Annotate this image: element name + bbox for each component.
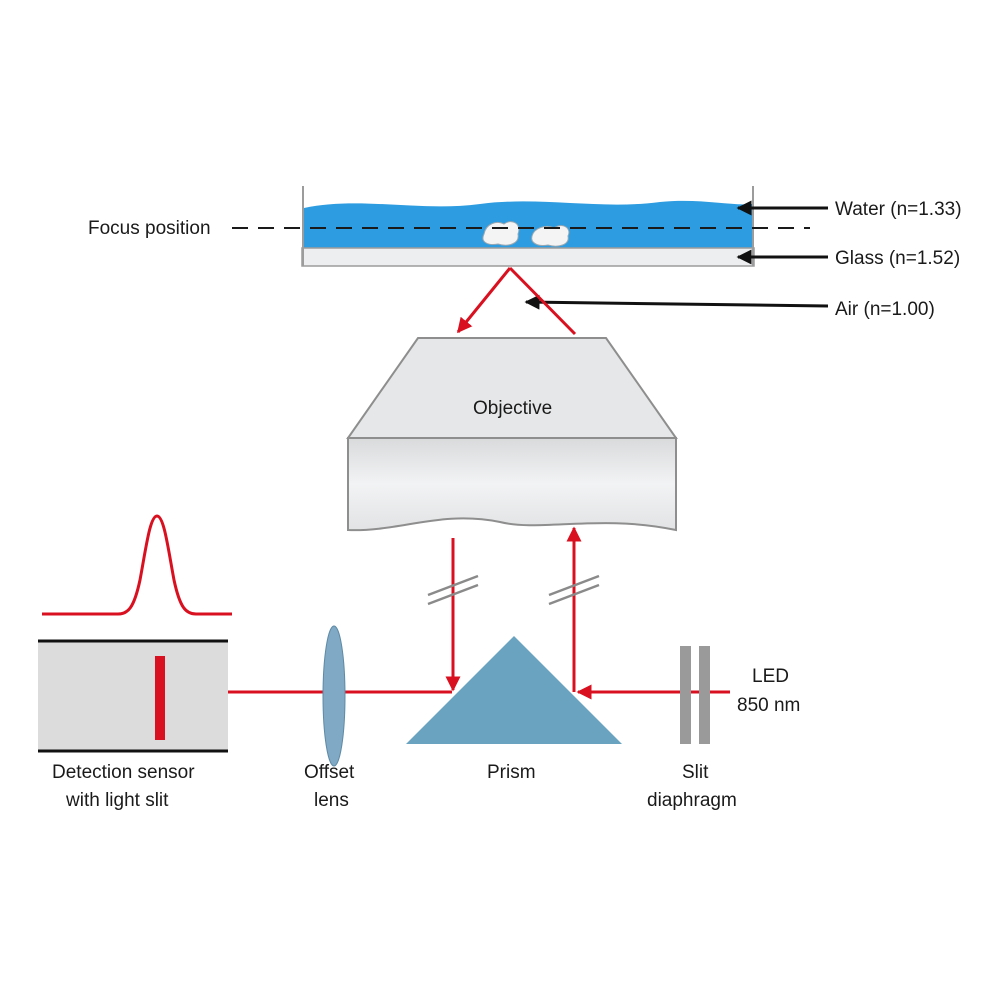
detection-sensor-label-1: Detection sensor: [52, 762, 195, 783]
break-right-1: [548, 574, 600, 597]
sample-dish: [301, 186, 755, 267]
beam-glass-to-objective: [456, 267, 512, 334]
offset-lens-shape: [322, 625, 346, 767]
focus-position-label: Focus position: [88, 218, 211, 239]
objective-top: [346, 337, 678, 439]
sensor-light-slit: [155, 656, 165, 740]
glass-label: Glass (n=1.52): [835, 248, 960, 269]
double-slash-break-icon: [427, 574, 600, 606]
slit-plate-right: [699, 646, 710, 744]
slit-diaphragm-label-2: diaphragm: [647, 790, 737, 811]
slit-diaphragm-label-1: Slit: [682, 762, 709, 783]
signal-peak-curve: [42, 514, 232, 616]
led-label-1: LED: [752, 666, 789, 687]
prism-shape: [406, 636, 622, 744]
objective-label: Objective: [473, 398, 552, 419]
offset-lens-label-2: lens: [314, 790, 349, 811]
offset-lens-label-1: Offset: [304, 762, 355, 783]
beam-objective-to-glass: [508, 266, 577, 336]
cell-right: [531, 225, 570, 247]
air-pointer-arrow: [524, 294, 829, 310]
break-left-2: [427, 583, 479, 606]
water-label: Water (n=1.33): [835, 199, 962, 220]
detection-sensor: [38, 639, 228, 753]
water-layer: [304, 200, 752, 248]
beam-path: [172, 266, 730, 700]
break-right-2: [548, 583, 600, 606]
sensor-body: [38, 641, 228, 751]
objective-body: [347, 437, 677, 532]
air-label: Air (n=1.00): [835, 299, 935, 320]
slit-plate-left: [680, 646, 691, 744]
break-left-1: [427, 574, 479, 597]
objective: Objective: [346, 337, 678, 532]
led-label-2: 850 nm: [737, 695, 800, 716]
prism-label: Prism: [487, 762, 536, 783]
glass-bottom: [301, 247, 755, 267]
detection-sensor-label-2: with light slit: [65, 790, 169, 811]
